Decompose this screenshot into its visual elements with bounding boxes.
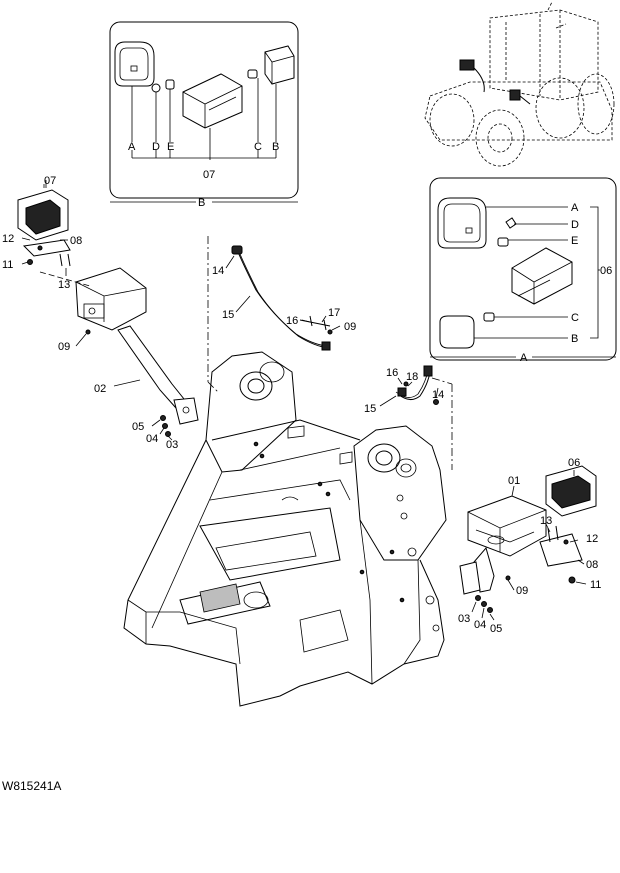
left-arm-icon [117, 325, 189, 409]
left-bracket-icon [22, 239, 71, 257]
main-frame [123, 351, 447, 707]
callout-09-mid: 09 [344, 321, 356, 333]
detail-a-title: A [520, 352, 528, 364]
callout-14-left: 14 [212, 265, 224, 277]
detail-a-lens-icon [439, 315, 475, 349]
detail-a-bulb-d-icon [505, 217, 517, 229]
detail-a-letter-e: E [571, 235, 578, 247]
callout-04-left: 04 [146, 433, 158, 445]
cover-07-icon [182, 73, 243, 129]
callout-16-left: 16 [286, 315, 298, 327]
callout-04-right: 04 [474, 619, 486, 631]
callout-09-right: 09 [516, 585, 528, 597]
detail-a-part-06: 06 [600, 265, 612, 277]
callout-02: 02 [94, 383, 106, 395]
drawing-code: W815241A [2, 779, 61, 793]
callout-01: 01 [508, 475, 520, 487]
left-harness [231, 245, 333, 351]
bulb-e-icon [165, 79, 175, 90]
callout-13-left: 13 [58, 279, 70, 291]
detail-b-title: B [198, 197, 205, 209]
detail-a-letter-c: C [571, 312, 579, 324]
callout-05-right: 05 [490, 623, 502, 635]
right-cover-icon [467, 495, 547, 557]
callout-17: 17 [328, 307, 340, 319]
detail-a-letter-a: A [571, 202, 579, 214]
callout-08-right: 08 [586, 559, 598, 571]
callout-14-right: 14 [432, 389, 444, 401]
callout-15-left: 15 [222, 309, 234, 321]
detail-a-bulb-e-icon [497, 237, 509, 247]
right-harness [395, 365, 439, 405]
callout-15-right: 15 [364, 403, 376, 415]
callout-11-right: 11 [590, 579, 601, 591]
left-lamp-assembly [17, 180, 199, 437]
callout-12-left: 12 [2, 233, 14, 245]
bulb-d-icon [151, 83, 161, 93]
detail-b-box: A D E C B 07 [109, 21, 299, 199]
callout-05-left: 05 [132, 421, 144, 433]
lamp-housing-a-icon [114, 41, 155, 87]
callout-03-left: 03 [166, 439, 178, 451]
callout-08-left: 08 [70, 235, 82, 247]
callout-16-right: 16 [386, 367, 398, 379]
lens-b-icon [264, 45, 295, 85]
detail-b-letter-e: E [167, 141, 174, 153]
detail-b-letter-b: B [272, 141, 279, 153]
callout-13-right: 13 [540, 515, 552, 527]
machine-thumbnail [424, 1, 615, 167]
callout-18: 18 [406, 371, 418, 383]
right-bracket-icon [539, 533, 583, 567]
callout-12-right: 12 [586, 533, 598, 545]
leader-lines [21, 184, 587, 621]
detail-a-housing-icon [437, 197, 487, 249]
detail-b-part-07: 07 [203, 169, 215, 181]
left-cover-icon [75, 267, 147, 331]
callout-09-left: 09 [58, 341, 70, 353]
detail-a-bulb-c-icon [483, 312, 495, 322]
detail-a-letter-b: B [571, 333, 578, 345]
bulb-c-icon [247, 69, 258, 79]
callout-11-left: 11 [2, 259, 13, 271]
right-lamp-assembly [459, 465, 597, 613]
detail-a-letter-d: D [571, 219, 579, 231]
callout-06-right: 06 [568, 457, 580, 469]
detail-a-box: A D E C B 06 [429, 177, 617, 361]
detail-b-letter-c: C [254, 141, 262, 153]
callout-07-left: 07 [44, 175, 56, 187]
detail-b-letter-a: A [128, 141, 136, 153]
detail-a-cover-icon [511, 247, 573, 305]
callout-03-right: 03 [458, 613, 470, 625]
detail-b-letter-d: D [152, 141, 160, 153]
